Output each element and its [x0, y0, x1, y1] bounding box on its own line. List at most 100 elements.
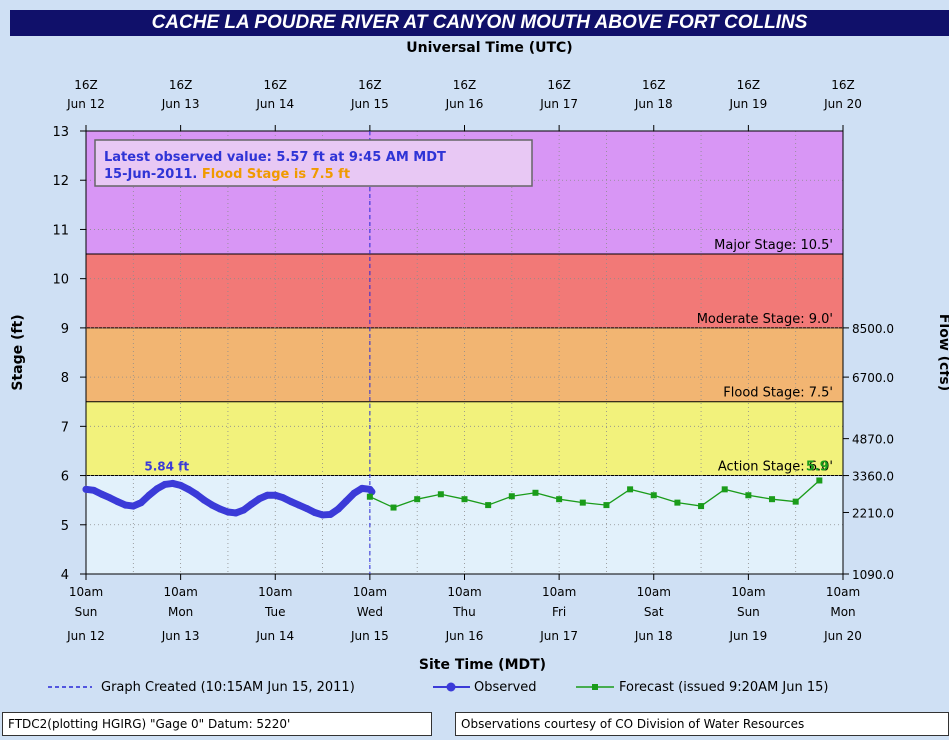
observed-point: [287, 498, 295, 506]
observed-point: [248, 500, 256, 508]
y-tick-label: 9: [61, 322, 69, 337]
bottom-tick-day: Wed: [357, 605, 383, 619]
y2-tick-label: 6700.0: [852, 371, 894, 385]
y-tick-label: 12: [52, 174, 69, 189]
bottom-tick-time: 10am: [353, 585, 387, 599]
bottom-tick-day: Mon: [830, 605, 855, 619]
observed-point: [240, 506, 248, 514]
observed-point: [145, 491, 153, 499]
y-axis-title: Stage (ft): [10, 314, 26, 390]
top-tick-label: 16Z: [169, 78, 193, 92]
bottom-tick-day: Sun: [737, 605, 760, 619]
top-tick-label: 16Z: [642, 78, 666, 92]
legend-observed-marker: [446, 682, 456, 692]
bottom-tick-date: Jun 16: [445, 629, 484, 643]
observed-point: [295, 501, 303, 509]
observed-point: [358, 484, 366, 492]
latest-date-text: 15-Jun-2011. Flood Stage is 7.5 ft: [104, 167, 350, 182]
top-tick-label: 16Z: [358, 78, 382, 92]
top-axis: Universal Time (UTC) 16Z Jun 12 16Z Jun 13 16…: [66, 40, 862, 131]
bottom-tick-time: 10am: [542, 585, 576, 599]
top-tick-label: 16Z: [74, 78, 98, 92]
bottom-tick-day: Thu: [452, 605, 476, 619]
forecast-point: [579, 499, 586, 506]
observed-point: [192, 490, 200, 498]
footer-credit: Observations courtesy of CO Division of …: [455, 712, 949, 736]
forecast-point: [769, 496, 776, 503]
observed-point: [263, 491, 271, 499]
observed-point: [121, 501, 129, 509]
observed-point: [271, 491, 279, 499]
top-tick-date: Jun 13: [161, 97, 200, 111]
top-tick-date: Jun 17: [539, 97, 578, 111]
forecast-point: [508, 493, 515, 500]
y2-tick-label: 8500.0: [852, 322, 894, 336]
bottom-tick-day: Sat: [644, 605, 664, 619]
latest-date: 15-Jun-2011.: [104, 167, 202, 182]
stage-labels: Action Stage: 6.0'Flood Stage: 7.5'Moder…: [697, 238, 833, 474]
footer-datum: FTDC2(plotting HGIRG) "Gage 0" Datum: 52…: [2, 712, 432, 736]
legend-forecast-label: Forecast (issued 9:20AM Jun 15): [619, 680, 829, 695]
bottom-tick-date: Jun 20: [823, 629, 862, 643]
observed-point: [326, 510, 334, 518]
forecast-point: [485, 502, 492, 509]
forecast-line: [369, 479, 820, 509]
observed-point: [106, 494, 114, 502]
bottom-tick-time: 10am: [447, 585, 481, 599]
bottom-tick-date: Jun 19: [728, 629, 767, 643]
observed-point: [342, 497, 350, 505]
bottom-tick-date: Jun 18: [634, 629, 673, 643]
observed-point: [311, 508, 319, 516]
top-tick-date: Jun 12: [66, 97, 105, 111]
y-tick-label: 10: [52, 273, 69, 288]
top-tick-label: 16Z: [264, 78, 288, 92]
forecast-point: [556, 496, 563, 503]
stage-bands: [86, 131, 843, 574]
y-tick-label: 4: [61, 568, 69, 583]
bottom-tick-time: 10am: [258, 585, 292, 599]
bottom-tick-time: 10am: [637, 585, 671, 599]
forecast-point: [792, 498, 799, 505]
top-tick-label: 16Z: [737, 78, 761, 92]
observed-point: [224, 508, 232, 516]
bottom-tick-day: Fri: [552, 605, 566, 619]
y-tick-label: 6: [61, 470, 69, 485]
top-tick-label: 16Z: [453, 78, 477, 92]
stage-label-action: Action Stage: 6.0': [718, 460, 833, 475]
top-axis-title: Universal Time (UTC): [406, 40, 572, 56]
observed-point: [98, 490, 106, 498]
legend-observed-label: Observed: [474, 680, 537, 695]
observed-point: [279, 494, 287, 502]
y-tick-label: 11: [52, 223, 69, 238]
y-tick-label: 8: [61, 371, 69, 386]
bottom-tick-date: Jun 15: [350, 629, 389, 643]
y2-axis-title: Flow (cfs): [936, 314, 949, 391]
forecast-point: [816, 477, 823, 484]
top-tick-date: Jun 18: [634, 97, 673, 111]
bottom-tick-date: Jun 13: [161, 629, 200, 643]
peak-label: 5.84 ft: [144, 459, 189, 473]
bottom-tick-date: Jun 14: [255, 629, 294, 643]
forecast-point: [414, 496, 421, 503]
bottom-tick-time: 10am: [731, 585, 765, 599]
bottom-tick-day: Tue: [264, 605, 286, 619]
bottom-tick-time: 10am: [826, 585, 860, 599]
forecast-point: [745, 492, 752, 499]
observed-point: [232, 509, 240, 517]
forecast-point: [721, 486, 728, 493]
observed-point: [153, 485, 161, 493]
top-tick-date: Jun 16: [445, 97, 484, 111]
top-tick-date: Jun 19: [728, 97, 767, 111]
bottom-tick-day: Sun: [75, 605, 98, 619]
top-tick-date: Jun 15: [350, 97, 389, 111]
forecast-end-label: 5.9: [806, 460, 829, 475]
forecast-point: [674, 499, 681, 506]
y2-tick-label: 2210.0: [852, 506, 894, 520]
stage-label-flood: Flood Stage: 7.5': [723, 386, 833, 401]
observed-point: [216, 505, 224, 513]
chart-title: CACHE LA POUDRE RIVER AT CANYON MOUTH AB…: [10, 10, 949, 36]
top-tick-date: Jun 20: [823, 97, 862, 111]
observed-point: [82, 485, 90, 493]
